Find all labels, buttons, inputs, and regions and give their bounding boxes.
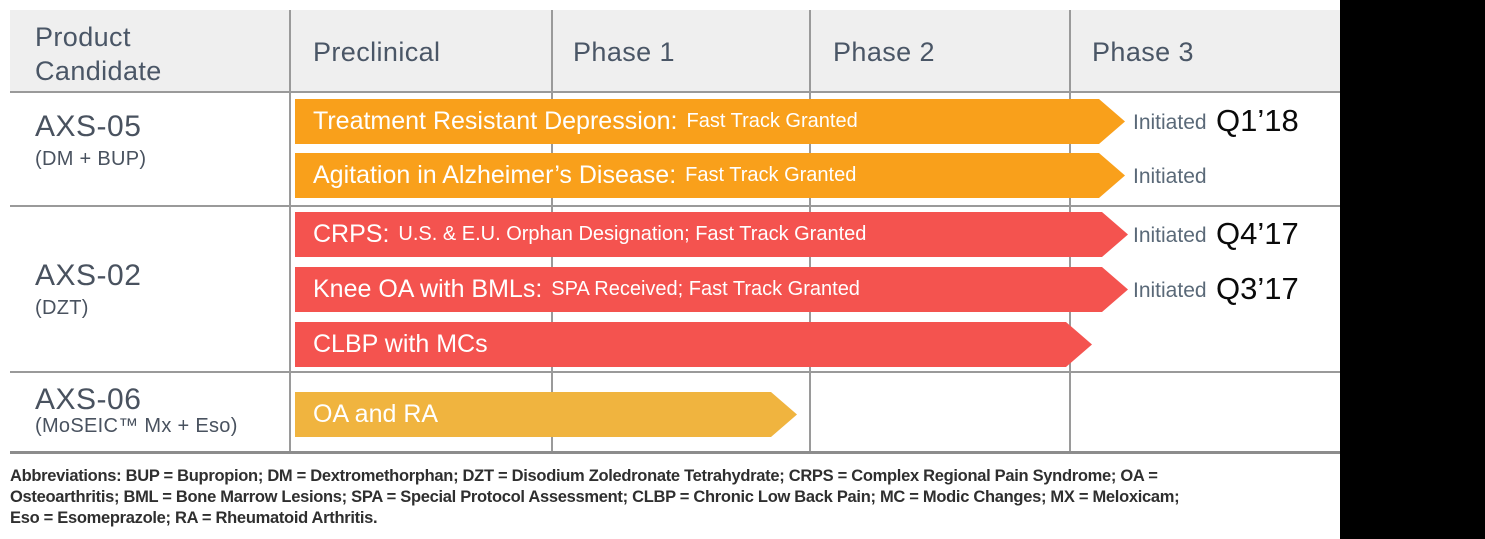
pipeline-bar-treatment-resistant-depression: Treatment Resistant Depression: Fast Tra… bbox=[295, 99, 1125, 144]
column-header-phase-1: Phase 1 bbox=[573, 37, 675, 67]
grid-line-header-bottom bbox=[10, 91, 1340, 93]
pipeline-bar-crps: CRPS: U.S. & E.U. Orphan Designation; Fa… bbox=[295, 212, 1128, 257]
bar-title: CRPS: bbox=[313, 220, 390, 248]
grid-line-row-1 bbox=[10, 205, 1340, 207]
abbreviations-line-2: Osteoarthritis; BML = Bone Marrow Lesion… bbox=[10, 488, 1180, 506]
abbreviations-line-1: Abbreviations: BUP = Bupropion; DM = Dex… bbox=[10, 467, 1158, 485]
column-header-phase-2: Phase 2 bbox=[833, 37, 935, 67]
bar-title: Knee OA with BMLs: bbox=[313, 275, 543, 303]
status-initiated-knee-oa: Initiated bbox=[1133, 279, 1207, 302]
grid-line-table-bottom bbox=[10, 451, 1340, 454]
bar-title: Agitation in Alzheimer’s Disease: bbox=[313, 161, 677, 189]
product-name-axs-06: AXS-06 bbox=[35, 383, 142, 416]
column-header-product-candidate: Product Candidate bbox=[35, 22, 162, 86]
bar-title: OA and RA bbox=[313, 400, 439, 428]
quarter-label-crps: Q4’17 bbox=[1216, 216, 1299, 251]
pipeline-bar-oa-and-ra: OA and RA bbox=[295, 392, 797, 437]
quarter-label-knee-oa: Q3’17 bbox=[1216, 271, 1299, 306]
status-initiated-crps: Initiated bbox=[1133, 224, 1207, 247]
status-initiated-agitation: Initiated bbox=[1133, 165, 1207, 188]
product-name-axs-02: AXS-02 bbox=[35, 259, 142, 292]
grid-line-col-1 bbox=[289, 10, 291, 451]
pipeline-bar-agitation-alzheimers: Agitation in Alzheimer’s Disease: Fast T… bbox=[295, 153, 1125, 198]
column-header-phase-3: Phase 3 bbox=[1092, 37, 1194, 67]
product-sub-axs-02: (DZT) bbox=[35, 297, 89, 319]
product-sub-axs-05: (DM + BUP) bbox=[35, 148, 147, 170]
pipeline-bar-knee-oa-bmls: Knee OA with BMLs: SPA Received; Fast Tr… bbox=[295, 267, 1128, 312]
abbreviations-line-3: Eso = Esomeprazole; RA = Rheumatoid Arth… bbox=[10, 509, 378, 527]
bar-detail: Fast Track Granted bbox=[686, 110, 858, 132]
bar-title: Treatment Resistant Depression: bbox=[313, 107, 678, 135]
table-header-background bbox=[10, 10, 1340, 91]
status-initiated-trd: Initiated bbox=[1133, 111, 1207, 134]
product-name-axs-05: AXS-05 bbox=[35, 110, 142, 143]
column-header-preclinical: Preclinical bbox=[313, 37, 441, 67]
product-sub-axs-06: (MoSEIC™ Mx + Eso) bbox=[35, 415, 238, 437]
abbreviations-note: Abbreviations: BUP = Bupropion; DM = Dex… bbox=[10, 466, 1340, 529]
grid-line-row-2 bbox=[10, 371, 1340, 373]
bar-detail: SPA Received; Fast Track Granted bbox=[551, 278, 860, 300]
bar-title: CLBP with MCs bbox=[313, 330, 488, 358]
right-black-strip bbox=[1340, 0, 1485, 539]
bar-detail: Fast Track Granted bbox=[685, 164, 857, 186]
pipeline-bar-clbp-mcs: CLBP with MCs bbox=[295, 322, 1092, 367]
bar-detail: U.S. & E.U. Orphan Designation; Fast Tra… bbox=[398, 223, 867, 245]
quarter-label-trd: Q1’18 bbox=[1216, 103, 1299, 138]
